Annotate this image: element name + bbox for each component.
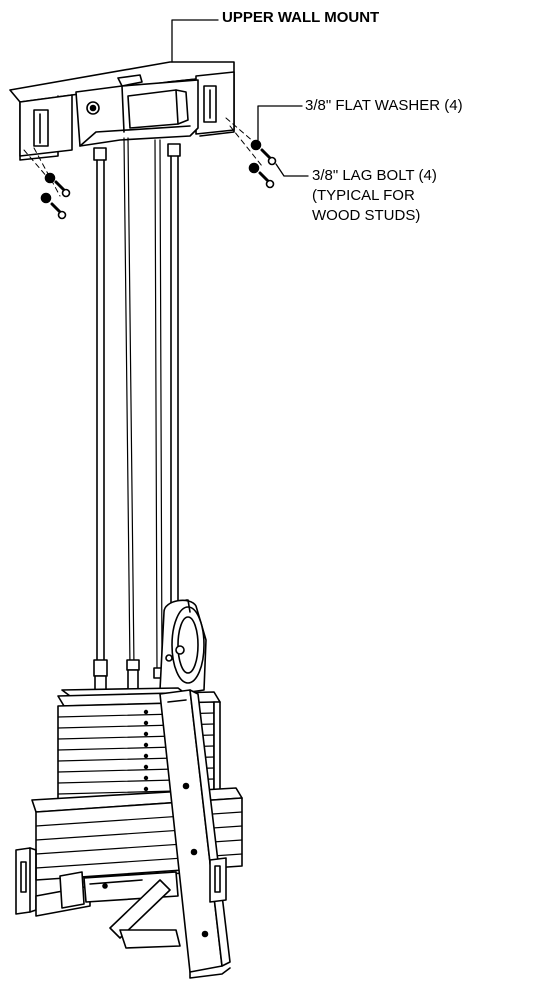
left-rod-collar: [93, 147, 107, 161]
column-bolt-2: [190, 848, 198, 856]
label-lag-bolt: 3/8" LAG BOLT (4): [312, 167, 437, 184]
right-alignment-lines: [225, 117, 263, 167]
upper-wall-mount: [9, 61, 235, 161]
left-bracket-slot: [33, 109, 49, 147]
leader-flat-washer: [257, 105, 303, 141]
right-hardware: [248, 139, 277, 189]
left-hardware: [40, 172, 71, 220]
lower-pulley: [159, 599, 207, 695]
base-diagonal-brace: [109, 879, 171, 939]
right-washer-1: [250, 139, 262, 151]
pulley-axle: [175, 645, 185, 655]
left-alignment-lines: [23, 147, 61, 197]
label-upper-wall-mount: UPPER WALL MOUNT: [222, 9, 380, 26]
leader-upper-wall-mount: [171, 19, 219, 63]
left-washer-1: [44, 172, 56, 184]
right-washer-2: [248, 162, 260, 174]
label-flat-washer: 3/8" FLAT WASHER (4): [305, 97, 463, 114]
label-typical-note-line1: (TYPICAL FOR: [312, 187, 415, 204]
guide-rods: [96, 137, 179, 673]
leader-lag-bolt: [275, 163, 309, 177]
cable-front: [123, 137, 131, 669]
column-bolt-3: [201, 930, 209, 938]
column-bolt-1: [182, 782, 190, 790]
left-washer-2: [40, 192, 52, 204]
base-frame: [15, 847, 227, 949]
cable-back: [127, 137, 135, 669]
right-rod-collar: [167, 143, 181, 157]
label-typical-note-line2: WOOD STUDS): [312, 207, 421, 224]
